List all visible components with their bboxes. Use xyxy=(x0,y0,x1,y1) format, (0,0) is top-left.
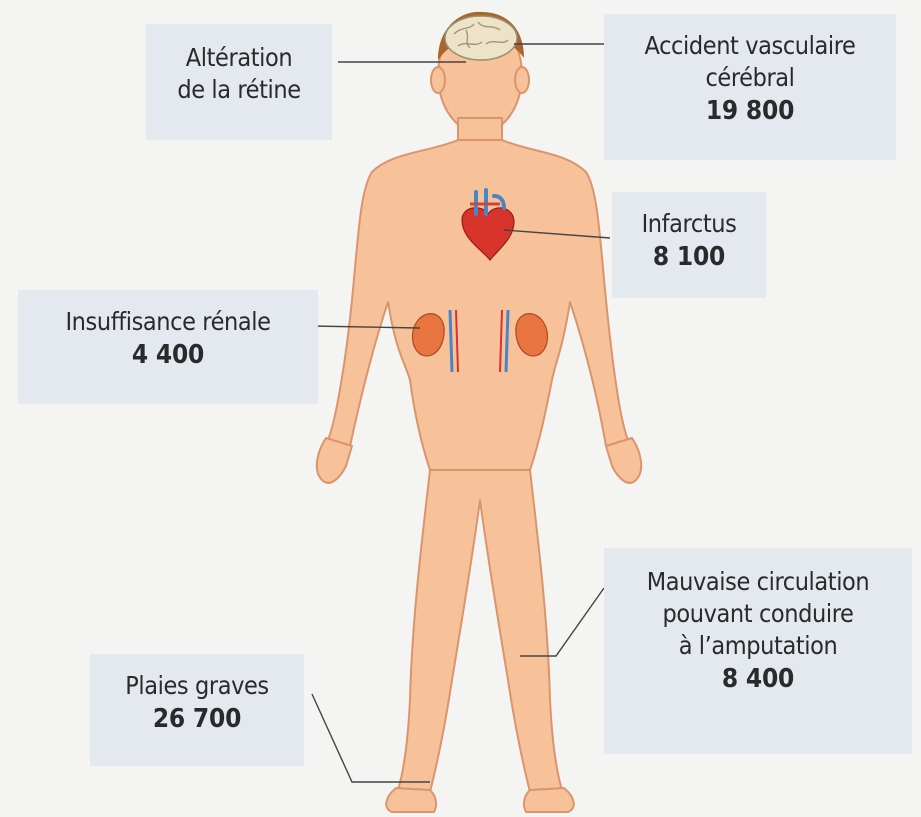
infarction-value: 8 100 xyxy=(612,240,766,274)
wounds-value: 26 700 xyxy=(90,702,304,736)
kidney-line-1: Insuffisance rénale xyxy=(18,306,318,338)
stroke-line-2: cérébral xyxy=(604,62,896,94)
human-body xyxy=(317,17,641,812)
circulation-label: Mauvaise circulation pouvant conduire à … xyxy=(604,548,912,754)
circulation-line-1: Mauvaise circulation xyxy=(604,566,912,598)
kidney-value: 4 400 xyxy=(18,338,318,372)
retina-line-1: Altération xyxy=(146,42,332,74)
wounds-line-1: Plaies graves xyxy=(90,670,304,702)
stroke-value: 19 800 xyxy=(604,94,896,128)
infarction-line-1: Infarctus xyxy=(612,208,766,240)
retina-label: Altération de la rétine xyxy=(146,24,332,140)
stroke-label: Accident vasculaire cérébral 19 800 xyxy=(604,14,896,160)
kidney-label: Insuffisance rénale 4 400 xyxy=(18,290,318,404)
stroke-line-1: Accident vasculaire xyxy=(604,30,896,62)
retina-line-2: de la rétine xyxy=(146,74,332,106)
circulation-value: 8 400 xyxy=(604,662,912,696)
circulation-line-3: à l’amputation xyxy=(604,630,912,662)
wounds-label: Plaies graves 26 700 xyxy=(90,654,304,766)
infarction-label: Infarctus 8 100 xyxy=(612,192,766,298)
circulation-line-2: pouvant conduire xyxy=(604,598,912,630)
brain-icon xyxy=(445,16,517,60)
